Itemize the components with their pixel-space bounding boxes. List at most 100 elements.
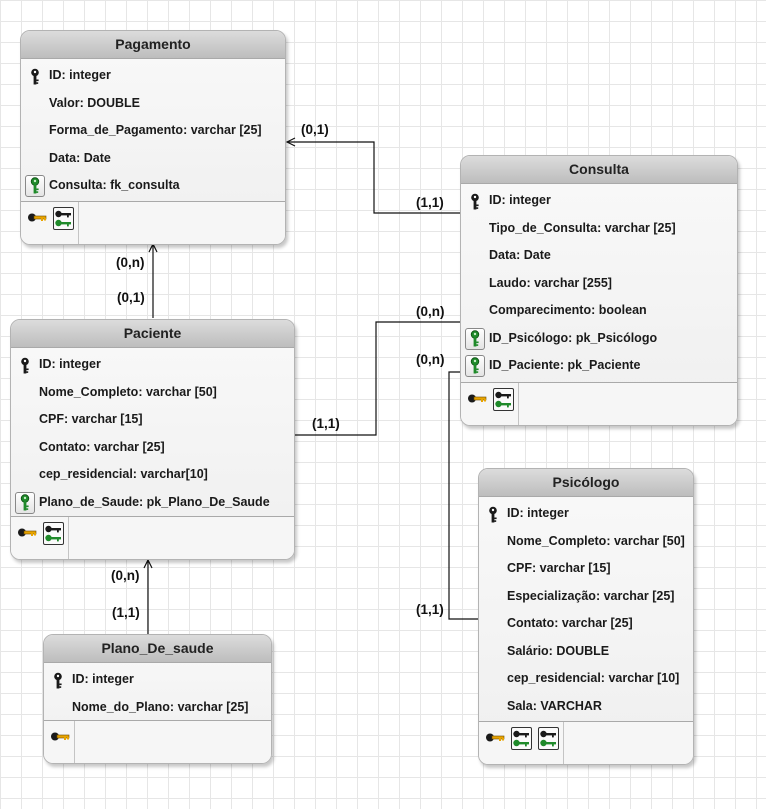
foreign-key-index-icon xyxy=(538,727,559,750)
table-field-row[interactable]: Nome_Completo: varchar [50] xyxy=(479,528,693,556)
field-label: Sala: VARCHAR xyxy=(507,698,602,713)
field-label: CPF: varchar [15] xyxy=(39,412,143,426)
table-field-row[interactable]: Nome_do_Plano: varchar [25] xyxy=(44,694,271,722)
table-field-row[interactable]: Tipo_de_Consulta: varchar [25] xyxy=(461,215,737,243)
table-field-row[interactable]: ID_Psicólogo: pk_Psicólogo xyxy=(461,325,737,353)
foreign-key-index-icon xyxy=(53,207,74,230)
foreign-key-icon xyxy=(465,355,485,377)
footer-divider xyxy=(518,383,519,425)
primary-key-index-icon xyxy=(466,388,488,409)
field-label: ID_Psicólogo: pk_Psicólogo xyxy=(489,330,658,345)
line-psicologo-consulta xyxy=(448,371,478,620)
table-field-row[interactable]: Contato: varchar [25] xyxy=(11,434,294,462)
field-label: Especialização: varchar [25] xyxy=(507,588,675,603)
primary-key-icon xyxy=(470,193,480,221)
table-field-row[interactable]: Consulta: fk_consulta xyxy=(21,172,285,200)
field-label: Data: Date xyxy=(49,150,111,165)
table-field-row[interactable]: ID: integer xyxy=(44,666,271,694)
table-field-row[interactable]: Nome_Completo: varchar [50] xyxy=(11,379,294,407)
foreign-key-index-icon xyxy=(43,522,64,545)
table-field-row[interactable]: ID_Paciente: pk_Paciente xyxy=(461,352,737,380)
cardinality-label: (1,1) xyxy=(416,602,444,617)
table-field-row[interactable]: ID: integer xyxy=(479,500,693,528)
field-label: Plano_de_Saude: pk_Plano_De_Saude xyxy=(39,494,270,509)
table-field-row[interactable]: ID: integer xyxy=(461,187,737,215)
table-field-row[interactable]: Laudo: varchar [255] xyxy=(461,270,737,298)
table-field-row[interactable]: Valor: DOUBLE xyxy=(21,90,285,118)
field-label: Nome_Completo: varchar [50] xyxy=(39,384,217,399)
primary-key-index-icon xyxy=(16,522,38,543)
table-field-row[interactable]: Salário: DOUBLE xyxy=(479,638,693,666)
primary-key-icon xyxy=(20,357,30,385)
line-consulta-pagamento xyxy=(287,142,460,214)
primary-key-index-icon xyxy=(49,726,71,747)
table-footer xyxy=(479,721,693,764)
table-field-row[interactable]: Especialização: varchar [25] xyxy=(479,583,693,611)
table-field-row[interactable]: cep_residencial: varchar[10] xyxy=(11,461,294,489)
field-label: ID: integer xyxy=(39,357,101,371)
table-field-row[interactable]: Contato: varchar [25] xyxy=(479,610,693,638)
field-label: Comparecimento: boolean xyxy=(489,303,647,317)
foreign-key-icon xyxy=(25,175,45,197)
primary-key-index-icon xyxy=(26,207,48,228)
footer-divider xyxy=(68,517,69,559)
foreign-key-icon xyxy=(465,327,485,350)
field-label: ID: integer xyxy=(507,506,569,520)
field-label: cep_residencial: varchar [10] xyxy=(507,671,680,685)
cardinality-label: (0,n) xyxy=(416,304,445,319)
table-footer xyxy=(461,382,737,425)
field-label: Valor: DOUBLE xyxy=(49,95,140,110)
table-field-row[interactable]: ID: integer xyxy=(21,62,285,90)
field-label: Data: Date xyxy=(489,248,551,262)
table-field-row[interactable]: Forma_de_Pagamento: varchar [25] xyxy=(21,117,285,145)
table-title: Consulta xyxy=(461,156,737,184)
table-field-row[interactable]: cep_residencial: varchar [10] xyxy=(479,665,693,693)
table-footer xyxy=(11,516,294,559)
field-label: ID: integer xyxy=(72,672,134,686)
table-field-row[interactable]: ID: integer xyxy=(11,351,294,379)
primary-key-icon xyxy=(488,506,498,534)
table-field-row[interactable]: Sala: VARCHAR xyxy=(479,693,693,721)
primary-key-icon xyxy=(30,68,40,96)
table-field-row[interactable]: Data: Date xyxy=(461,242,737,270)
primary-key-index-icon xyxy=(484,727,506,748)
table-field-row[interactable]: Comparecimento: boolean xyxy=(461,297,737,325)
field-label: ID_Paciente: pk_Paciente xyxy=(489,358,641,372)
line-paciente-consulta xyxy=(294,321,460,436)
footer-divider xyxy=(563,722,564,764)
field-label: Laudo: varchar [255] xyxy=(489,275,612,290)
field-label: Consulta: fk_consulta xyxy=(49,178,180,192)
table-footer xyxy=(21,201,285,244)
table-title: Pagamento xyxy=(21,31,285,59)
field-label: CPF: varchar [15] xyxy=(507,561,611,575)
table-field-row[interactable]: Plano_de_Saude: pk_Plano_De_Saude xyxy=(11,489,294,517)
table-footer xyxy=(44,720,271,763)
cardinality-label: (0,n) xyxy=(416,352,445,367)
cardinality-label: (0,n) xyxy=(111,568,140,583)
table-field-row[interactable]: CPF: varchar [15] xyxy=(479,555,693,583)
field-label: Contato: varchar [25] xyxy=(39,439,165,454)
field-label: Forma_de_Pagamento: varchar [25] xyxy=(49,123,262,137)
primary-key-icon xyxy=(53,672,63,700)
table-field-row[interactable]: CPF: varchar [15] xyxy=(11,406,294,434)
footer-divider xyxy=(78,202,79,244)
table-title: Plano_De_saude xyxy=(44,635,271,663)
table-field-row[interactable]: Data: Date xyxy=(21,145,285,173)
cardinality-label: (1,1) xyxy=(112,605,140,620)
field-label: Nome_Completo: varchar [50] xyxy=(507,533,685,548)
cardinality-label: (0,1) xyxy=(301,122,329,137)
field-label: Contato: varchar [25] xyxy=(507,616,633,630)
foreign-key-index-icon xyxy=(493,388,514,411)
foreign-key-index-icon xyxy=(511,727,532,750)
